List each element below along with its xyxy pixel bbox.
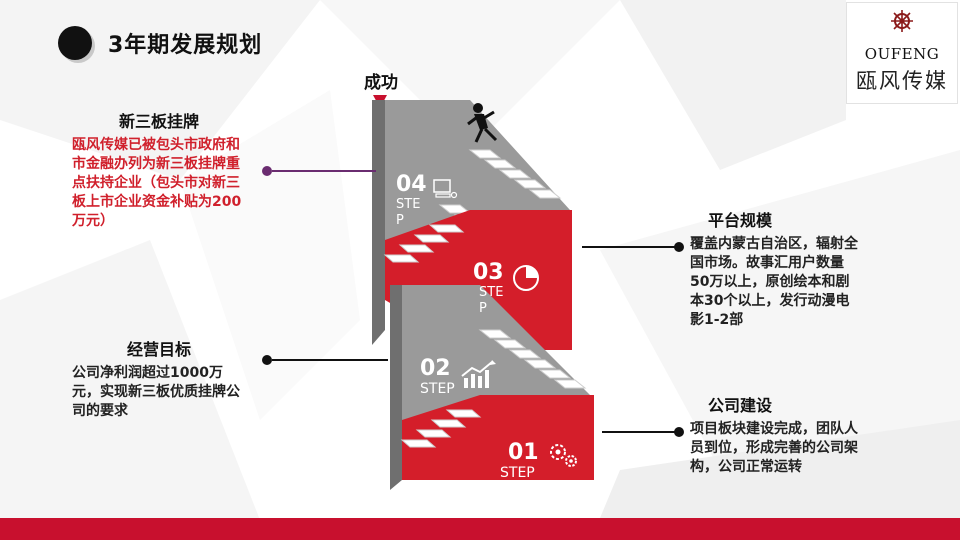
connector-line-gongsi	[602, 431, 678, 433]
step-04-number: 04	[396, 172, 427, 197]
slide-title-group: 3年期发展规划	[58, 26, 262, 60]
computer-icon	[433, 179, 458, 199]
connector-line-jingying	[272, 359, 388, 361]
step-03-number: 03	[473, 260, 504, 285]
connector-dot-pingtai	[674, 242, 684, 252]
jingying-body: 公司净利润超过1000万元，实现新三板优质挂牌公司的要求	[72, 365, 240, 419]
jingying-heading: 经营目标	[126, 340, 191, 359]
step-01-word: STEP	[500, 465, 535, 481]
connector-line-xinsanban	[272, 170, 376, 172]
pie-chart-icon	[513, 265, 539, 291]
running-man-icon	[467, 103, 498, 143]
jingying-block: 经营目标 公司净利润超过1000万元，实现新三板优质挂牌公司的要求	[72, 336, 246, 421]
step-02-number: 02	[420, 356, 451, 381]
growth-chart-icon	[461, 360, 496, 388]
step-03-label: 03 STEP	[473, 260, 509, 317]
connector-dot-gongsi	[674, 427, 684, 437]
success-label: 成功	[364, 73, 398, 93]
step-01-number: 01	[508, 440, 539, 465]
gongsi-heading: 公司建设	[707, 396, 772, 415]
pingtai-heading: 平台规模	[707, 211, 772, 230]
xinsanban-block: 新三板挂牌 瓯风传媒已被包头市政府和市金融办列为新三板挂牌重点扶持企业（包头市对…	[72, 108, 246, 231]
step-02-word: STEP	[420, 381, 455, 397]
gongsi-block: 公司建设 项目板块建设完成，团队人员到位，形成完善的公司架构，公司正常运转	[690, 392, 862, 477]
logo-english-text: OUFENG	[864, 45, 940, 63]
title-bullet-dot	[58, 26, 92, 60]
pingtai-block: 平台规模 覆盖内蒙古自治区，辐射全国市场。故事汇用户数量50万以上，原创绘本和剧…	[690, 207, 862, 330]
gears-icon	[550, 444, 577, 467]
step-04-word: STEP	[396, 197, 421, 228]
logo-chinese-text: 瓯风传媒	[856, 69, 948, 93]
footer-red-bar	[0, 518, 960, 540]
step-02-label: 02 STEP	[420, 356, 455, 397]
ship-wheel-icon	[891, 10, 913, 32]
pingtai-body: 覆盖内蒙古自治区，辐射全国市场。故事汇用户数量50万以上，原创绘本和剧本30个以…	[690, 236, 858, 328]
connector-dot-jingying	[262, 355, 272, 365]
xinsanban-body: 瓯风传媒已被包头市政府和市金融办列为新三板挂牌重点扶持企业（包头市对新三板上市企…	[72, 137, 242, 229]
connector-dot-xinsanban	[262, 166, 272, 176]
step-04-label: 04 STEP	[396, 172, 427, 229]
gongsi-body: 项目板块建设完成，团队人员到位，形成完善的公司架构，公司正常运转	[690, 421, 858, 475]
step-01-label: 01 STEP	[500, 440, 539, 481]
slide-title: 3年期发展规划	[108, 33, 263, 58]
connector-line-pingtai	[582, 246, 678, 248]
step-03-word: STEP	[479, 285, 504, 316]
company-logo: OUFENG 瓯风传媒	[846, 2, 958, 104]
xinsanban-heading: 新三板挂牌	[118, 112, 199, 131]
